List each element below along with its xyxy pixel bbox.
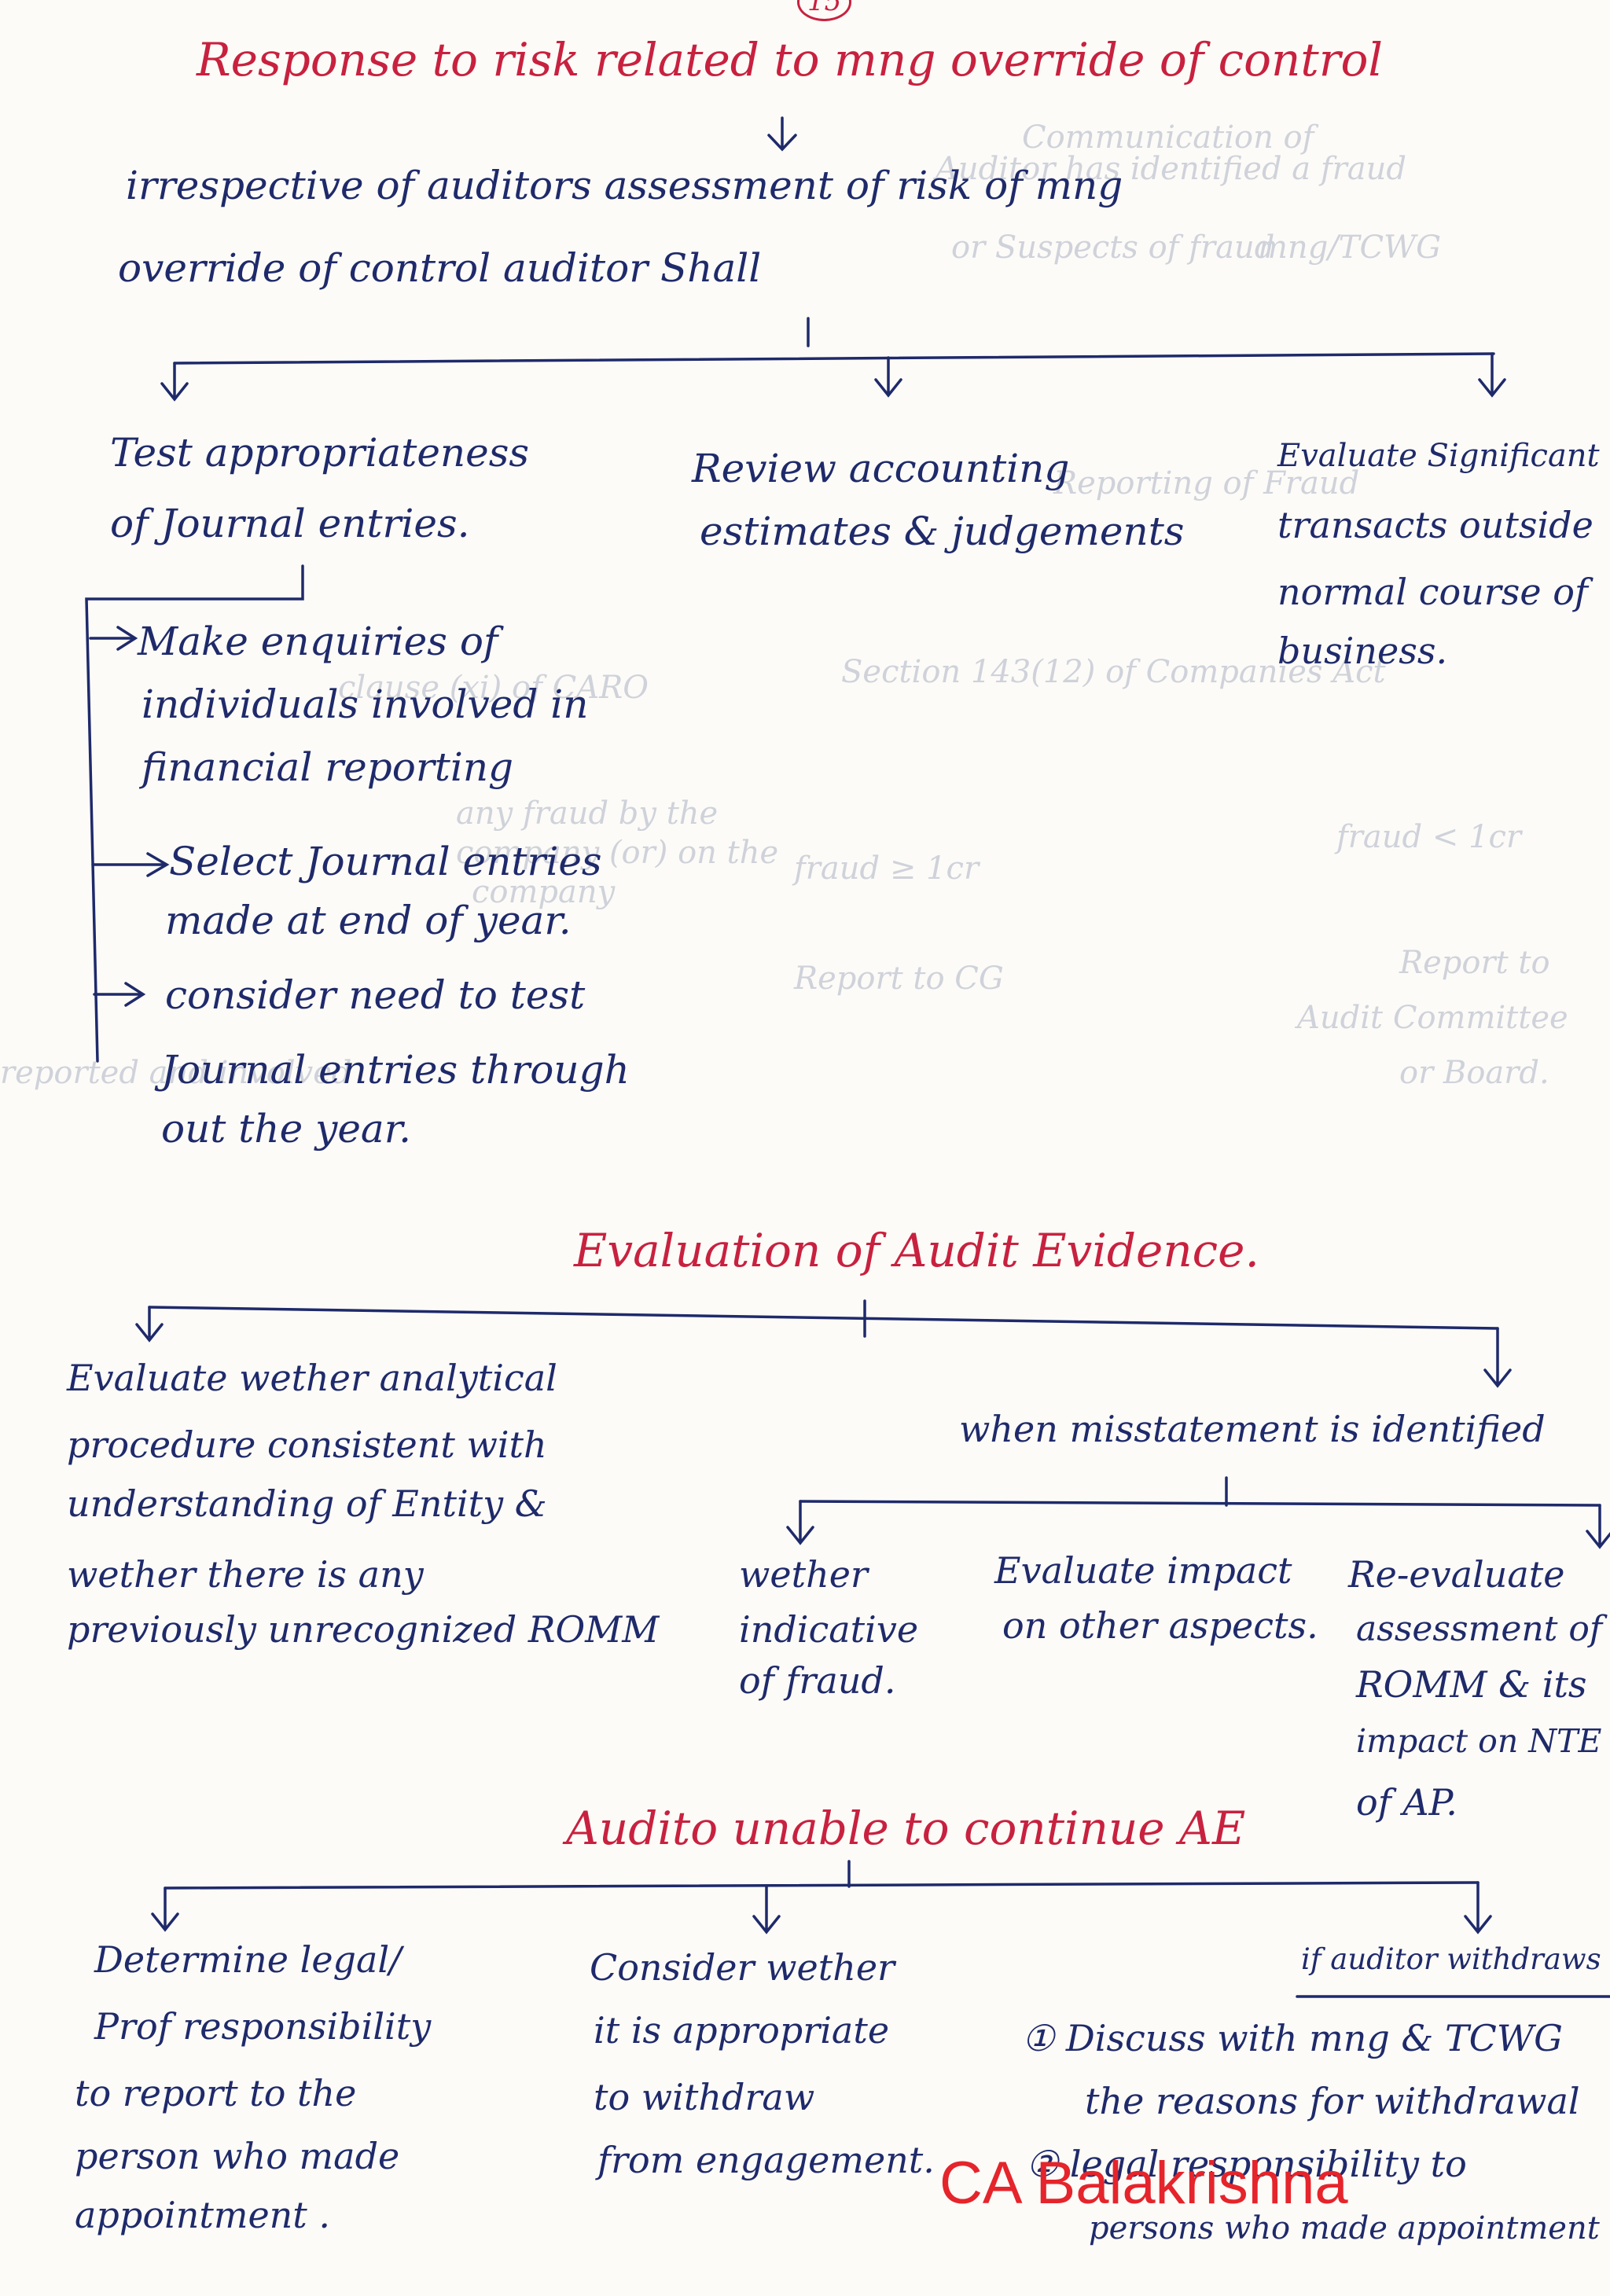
- sub-branch-fraud: indicative: [739, 1608, 919, 1651]
- evaluate-analytical-procedure: understanding of Entity &: [67, 1482, 547, 1525]
- show-through-text: Communication of: [1022, 119, 1314, 156]
- sub-branch-other-aspects: Evaluate impact: [994, 1549, 1292, 1592]
- section1-intro-line: override of control auditor Shall: [118, 245, 762, 291]
- journal-step-throughout: out the year.: [161, 1106, 412, 1152]
- show-through-text: Auditor has identified a fraud: [935, 151, 1406, 187]
- sub-branch-fraud: of fraud.: [739, 1659, 896, 1702]
- sub-branch-other-aspects: on other aspects.: [1002, 1604, 1318, 1647]
- show-through-text: fraud ≥ 1cr: [794, 850, 980, 887]
- sub-branch-reevaluate-romm: ROMM & its: [1356, 1663, 1587, 1706]
- withdraw-item-legal: ② legal responsibility to: [1026, 2143, 1467, 2185]
- watermark: CA Balakrishna: [939, 2150, 1348, 2217]
- show-through-text: fraud < 1cr: [1336, 819, 1522, 855]
- branch-legal-responsibility: Determine legal/: [94, 1938, 402, 1981]
- show-through-text: Report to CG: [794, 961, 1004, 997]
- show-through-text: any fraud by the: [456, 795, 719, 832]
- section2-title: Evaluation of Audit Evidence.: [574, 1224, 1259, 1277]
- section3-title: Audito unable to continue AE: [566, 1802, 1246, 1855]
- section1-title: Response to risk related to mng override…: [197, 33, 1383, 86]
- branch-significant-transactions: normal course of: [1277, 571, 1588, 613]
- branch-significant-transactions: transacts outside: [1277, 504, 1593, 546]
- sub-branch-reevaluate-romm: assessment of: [1356, 1609, 1603, 1649]
- branch-journal-entries: Test appropriateness: [110, 430, 530, 476]
- branch-consider-withdraw: it is appropriate: [594, 2009, 890, 2052]
- show-through-text: or Suspects of fraud: [951, 230, 1275, 266]
- section1-intro-line: irrespective of auditors assessment of r…: [126, 163, 1123, 208]
- branch-accounting-estimates: Review accounting: [692, 446, 1070, 491]
- sub-branch-fraud: wether: [739, 1553, 868, 1596]
- withdraw-item-discuss: the reasons for withdrawal: [1085, 2080, 1580, 2122]
- evaluate-analytical-procedure: previously unrecognized ROMM: [67, 1608, 660, 1651]
- withdraw-item-legal: persons who made appointment: [1089, 2210, 1600, 2246]
- show-through-text: mng/TCWG: [1258, 230, 1442, 266]
- journal-step-select: made at end of year.: [165, 898, 572, 943]
- branch-accounting-estimates: estimates & judgements: [700, 509, 1185, 554]
- show-through-text: clause (xi) of CARO: [338, 670, 649, 706]
- branch-legal-responsibility: person who made: [75, 2135, 400, 2177]
- journal-step-enquiries: individuals involved in: [142, 681, 589, 727]
- evaluate-analytical-procedure: Evaluate wether analytical: [67, 1357, 557, 1399]
- branch-journal-entries: of Journal entries.: [110, 501, 470, 546]
- show-through-text: company (or) on the: [456, 835, 779, 871]
- journal-step-enquiries: financial reporting: [142, 744, 514, 790]
- branch-consider-withdraw: Consider wether: [590, 1946, 895, 1989]
- branch-significant-transactions: business.: [1277, 630, 1448, 672]
- journal-step-enquiries: Make enquiries of: [138, 619, 498, 664]
- show-through-text: reported and involved: [0, 1055, 352, 1091]
- misstatement-identified-heading: when misstatement is identified: [959, 1408, 1546, 1450]
- journal-step-select: Select Journal entries: [169, 839, 602, 884]
- branch-legal-responsibility: Prof responsibility: [94, 2005, 432, 2048]
- evaluate-analytical-procedure: procedure consistent with: [67, 1424, 547, 1466]
- sub-branch-reevaluate-romm: of AP.: [1356, 1781, 1457, 1824]
- sub-branch-reevaluate-romm: impact on NTE: [1356, 1722, 1602, 1760]
- journal-step-throughout: Journal entries through: [161, 1047, 630, 1093]
- branch-significant-transactions: Evaluate Significant: [1277, 438, 1600, 474]
- branch-consider-withdraw: to withdraw: [594, 2076, 815, 2118]
- show-through-text: Audit Committee: [1297, 1000, 1568, 1036]
- show-through-text: Report to: [1399, 945, 1550, 981]
- journal-step-throughout: consider need to test: [165, 972, 586, 1018]
- branch-legal-responsibility: to report to the: [75, 2072, 357, 2114]
- show-through-text: company: [472, 874, 616, 910]
- evaluate-analytical-procedure: wether there is any: [67, 1553, 424, 1596]
- withdraw-heading: if auditor withdraws: [1301, 1942, 1601, 1976]
- withdraw-item-discuss: ① Discuss with mng & TCWG: [1022, 2017, 1563, 2059]
- show-through-text: or Board.: [1399, 1055, 1549, 1091]
- sub-branch-reevaluate-romm: Re-evaluate: [1348, 1553, 1565, 1596]
- show-through-text: Reporting of Fraud: [1053, 465, 1360, 501]
- show-through-text: Section 143(12) of Companies Act: [841, 654, 1386, 690]
- branch-legal-responsibility: appointment .: [75, 2194, 331, 2236]
- branch-consider-withdraw: from engagement.: [597, 2139, 935, 2181]
